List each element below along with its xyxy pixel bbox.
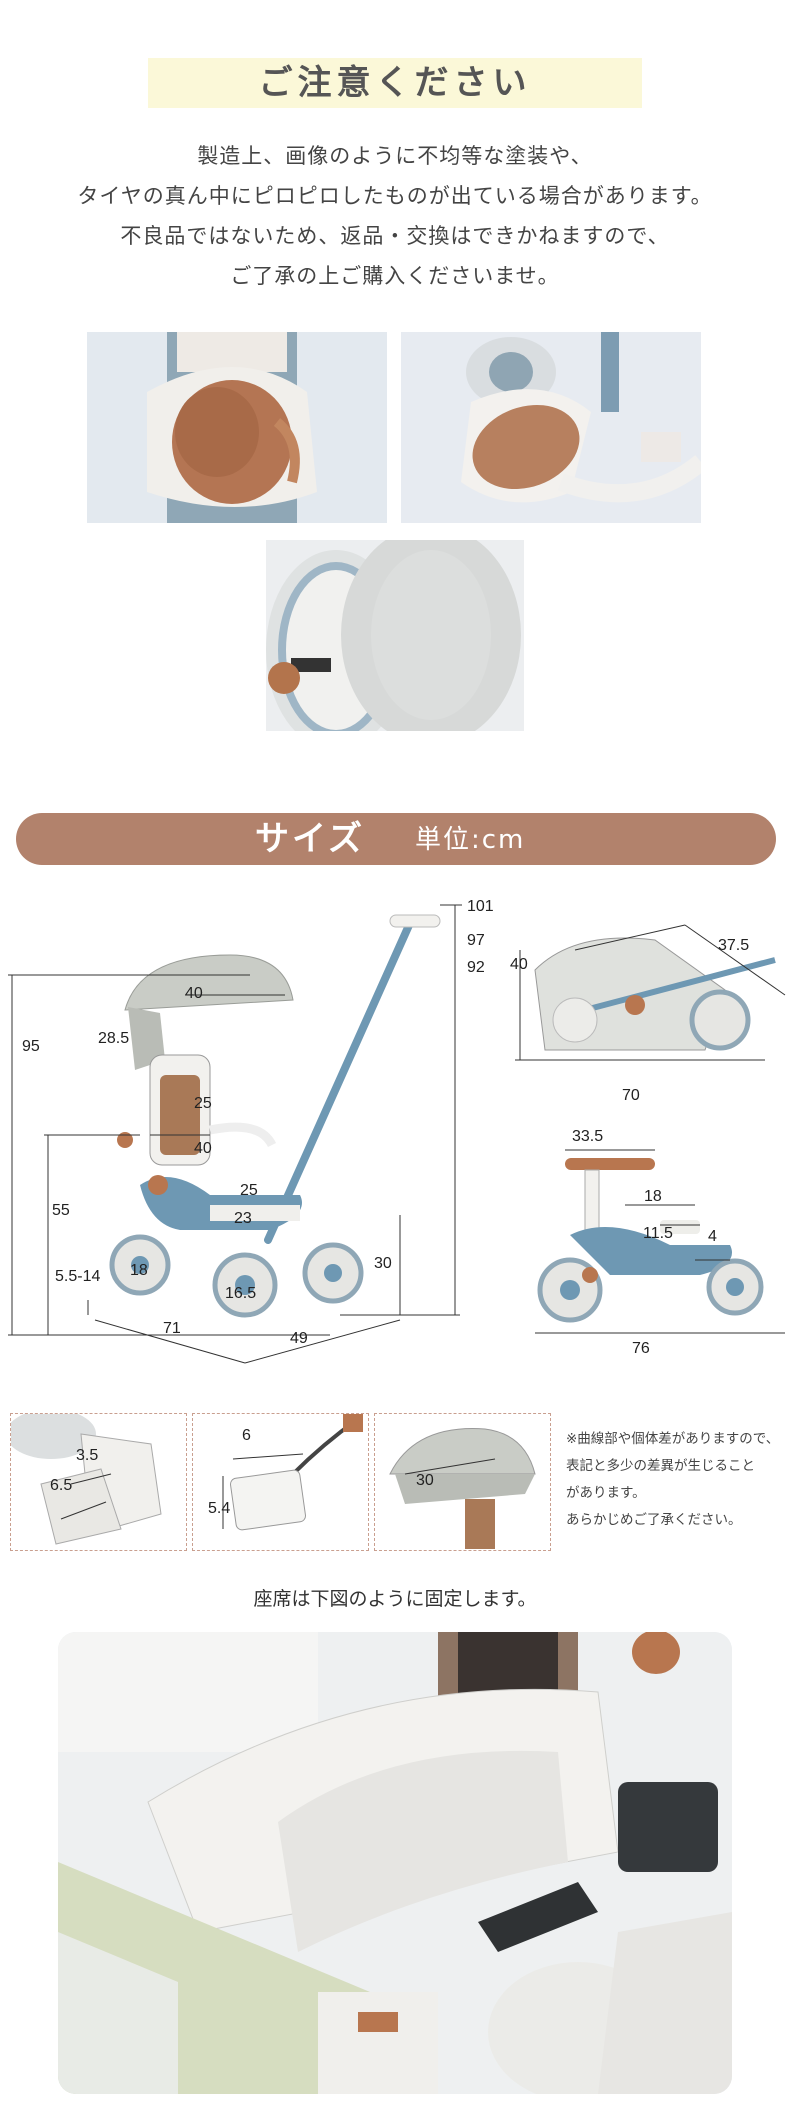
- note-line-3: があります。: [566, 1485, 646, 1501]
- size-unit: 単位:cm: [415, 825, 526, 855]
- dim-95: 95: [22, 1038, 40, 1055]
- balance-dim-11-5: 11.5: [643, 1225, 673, 1242]
- photo-tire-center: [266, 540, 524, 731]
- size-title: サイズ: [255, 819, 365, 859]
- notice-band: [148, 58, 642, 108]
- notice-title: ご注意ください: [258, 63, 532, 103]
- folded-dim-40: 40: [510, 956, 528, 973]
- dim-seat-25: 25: [240, 1182, 258, 1199]
- dim-28-5: 28.5: [98, 1030, 130, 1047]
- balance-bike-dimension-diagram: [530, 1115, 790, 1350]
- folded-dimension-diagram: [505, 910, 790, 1090]
- dim-30: 30: [374, 1255, 392, 1272]
- balance-dim-18: 18: [644, 1188, 662, 1205]
- detail-dim-3-5: 3.5: [76, 1447, 99, 1464]
- detail-dim-5-4: 5.4: [208, 1500, 231, 1517]
- note-line-2: 表記と多少の差異が生じること: [566, 1458, 755, 1474]
- detail-footrest: [10, 1413, 187, 1551]
- photo-seat-mounting: [58, 1632, 732, 2094]
- dim-backrest-25: 25: [194, 1095, 212, 1112]
- dim-rear-wheel-16-5: 16.5: [225, 1285, 257, 1302]
- detail-dim-6-5: 6.5: [50, 1477, 73, 1494]
- tricycle-dimension-diagram: [0, 895, 500, 1375]
- seat-fix-caption: 座席は下図のように固定します。: [253, 1588, 537, 1610]
- folded-dim-70: 70: [622, 1087, 640, 1104]
- notice-line-2: タイヤの真ん中にピロピロしたものが出ている場合があります。: [77, 184, 713, 208]
- dim-92: 92: [467, 959, 485, 976]
- detail-canopy: [374, 1413, 551, 1551]
- dim-97: 97: [467, 932, 485, 949]
- photo-uneven-paint-pedal: [401, 332, 701, 523]
- detail-dim-6: 6: [242, 1427, 251, 1444]
- notice-line-1: 製造上、画像のように不均等な塗装や、: [197, 144, 593, 168]
- dim-23: 23: [234, 1210, 252, 1227]
- balance-dim-76: 76: [632, 1340, 650, 1357]
- dim-49: 49: [290, 1330, 308, 1347]
- detail-dim-30: 30: [416, 1472, 434, 1489]
- dim-5-5-14: 5.5-14: [55, 1268, 101, 1285]
- note-line-4: あらかじめご了承ください。: [566, 1512, 742, 1528]
- dim-canopy-width-40: 40: [185, 985, 203, 1002]
- notice-line-4: ご了承の上ご購入くださいませ。: [230, 264, 560, 288]
- folded-dim-37-5: 37.5: [718, 937, 750, 954]
- dim-55: 55: [52, 1202, 70, 1219]
- dim-101: 101: [467, 898, 494, 915]
- balance-dim-33-5: 33.5: [572, 1128, 604, 1145]
- balance-dim-4: 4: [708, 1228, 717, 1245]
- note-line-1: ※曲線部や個体差がありますので、: [566, 1431, 780, 1447]
- dim-71: 71: [163, 1320, 181, 1337]
- dim-front-wheel-18: 18: [130, 1262, 148, 1279]
- size-section-bar: [16, 813, 776, 865]
- notice-line-3: 不良品ではないため、返品・交換はできかねますので、: [120, 224, 670, 248]
- photo-uneven-paint-knob: [87, 332, 387, 523]
- detail-pedal: [192, 1413, 369, 1551]
- dim-seat-40: 40: [194, 1140, 212, 1157]
